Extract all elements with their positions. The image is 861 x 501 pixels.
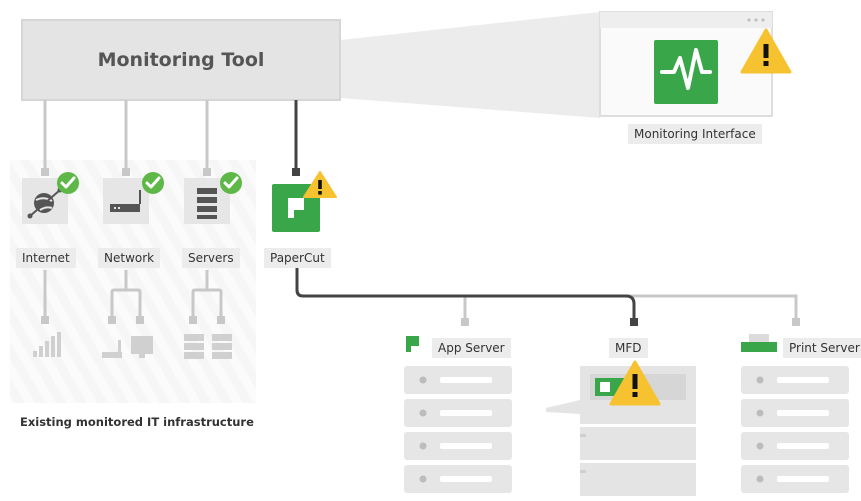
print-server-label: Print Server — [783, 338, 861, 358]
router-icon — [103, 178, 149, 224]
projection-cone — [340, 12, 600, 118]
check-icon — [142, 172, 164, 194]
infrastructure-label-servers: Servers — [182, 248, 240, 268]
app-server-label: App Server — [432, 338, 511, 358]
warning-icon — [609, 360, 661, 406]
network-devices-icon — [102, 336, 153, 358]
monitoring-interface-label: Monitoring Interface — [628, 124, 762, 144]
check-icon — [57, 172, 79, 194]
infrastructure-label-network: Network — [98, 248, 161, 268]
infrastructure-label-internet: Internet — [16, 248, 76, 268]
infrastructure-links — [41, 270, 225, 324]
monitoring-tool-box — [21, 19, 341, 101]
warning-icon — [303, 171, 337, 198]
print-server-stack — [741, 366, 849, 493]
papercut-network-links — [295, 268, 800, 326]
app-server-stack — [404, 366, 512, 493]
papercut-icon — [406, 336, 419, 352]
pulse-icon — [654, 40, 718, 104]
signal-bars-icon — [33, 332, 61, 357]
server-racks-icon — [184, 334, 232, 359]
warning-icon — [740, 28, 792, 74]
infrastructure-caption: Existing monitored IT infrastructure — [20, 415, 254, 429]
mfd-label: MFD — [609, 338, 648, 358]
papercut-label: PaperCut — [264, 248, 331, 268]
check-icon — [220, 172, 242, 194]
monitoring-connectors — [41, 100, 300, 176]
monitoring-tool-title: Monitoring Tool — [97, 49, 265, 71]
server-icon — [184, 178, 230, 224]
print-server-icon — [741, 334, 777, 352]
